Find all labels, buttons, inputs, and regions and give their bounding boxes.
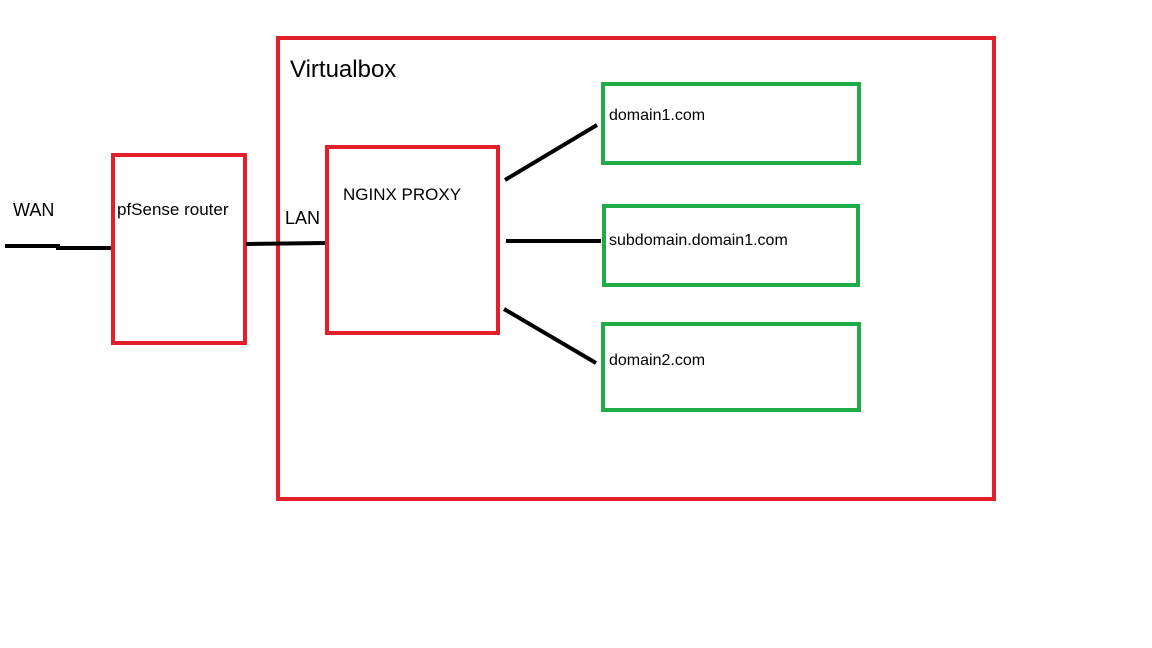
- domain2-box: [601, 322, 861, 412]
- pfsense-router-box: [111, 153, 247, 345]
- lan-connector: [245, 241, 326, 246]
- virtualbox-box: [276, 36, 996, 501]
- pfsense-router-label: pfSense router: [117, 200, 229, 219]
- domain2-label: domain2.com: [609, 352, 705, 369]
- subdomain-box: [602, 204, 860, 287]
- lan-label: LAN: [285, 208, 320, 228]
- wan-connector: [5, 244, 112, 250]
- connector-domain2: [502, 307, 598, 365]
- subdomain-label: subdomain.domain1.com: [609, 232, 788, 249]
- domain1-label: domain1.com: [609, 107, 705, 124]
- nginx-proxy-label: NGINX PROXY: [343, 185, 461, 204]
- wan-label: WAN: [13, 200, 54, 220]
- domain1-box: [601, 82, 861, 165]
- virtualbox-label: Virtualbox: [290, 56, 396, 83]
- nginx-proxy-box: [325, 145, 500, 335]
- connector-domain1: [503, 123, 599, 182]
